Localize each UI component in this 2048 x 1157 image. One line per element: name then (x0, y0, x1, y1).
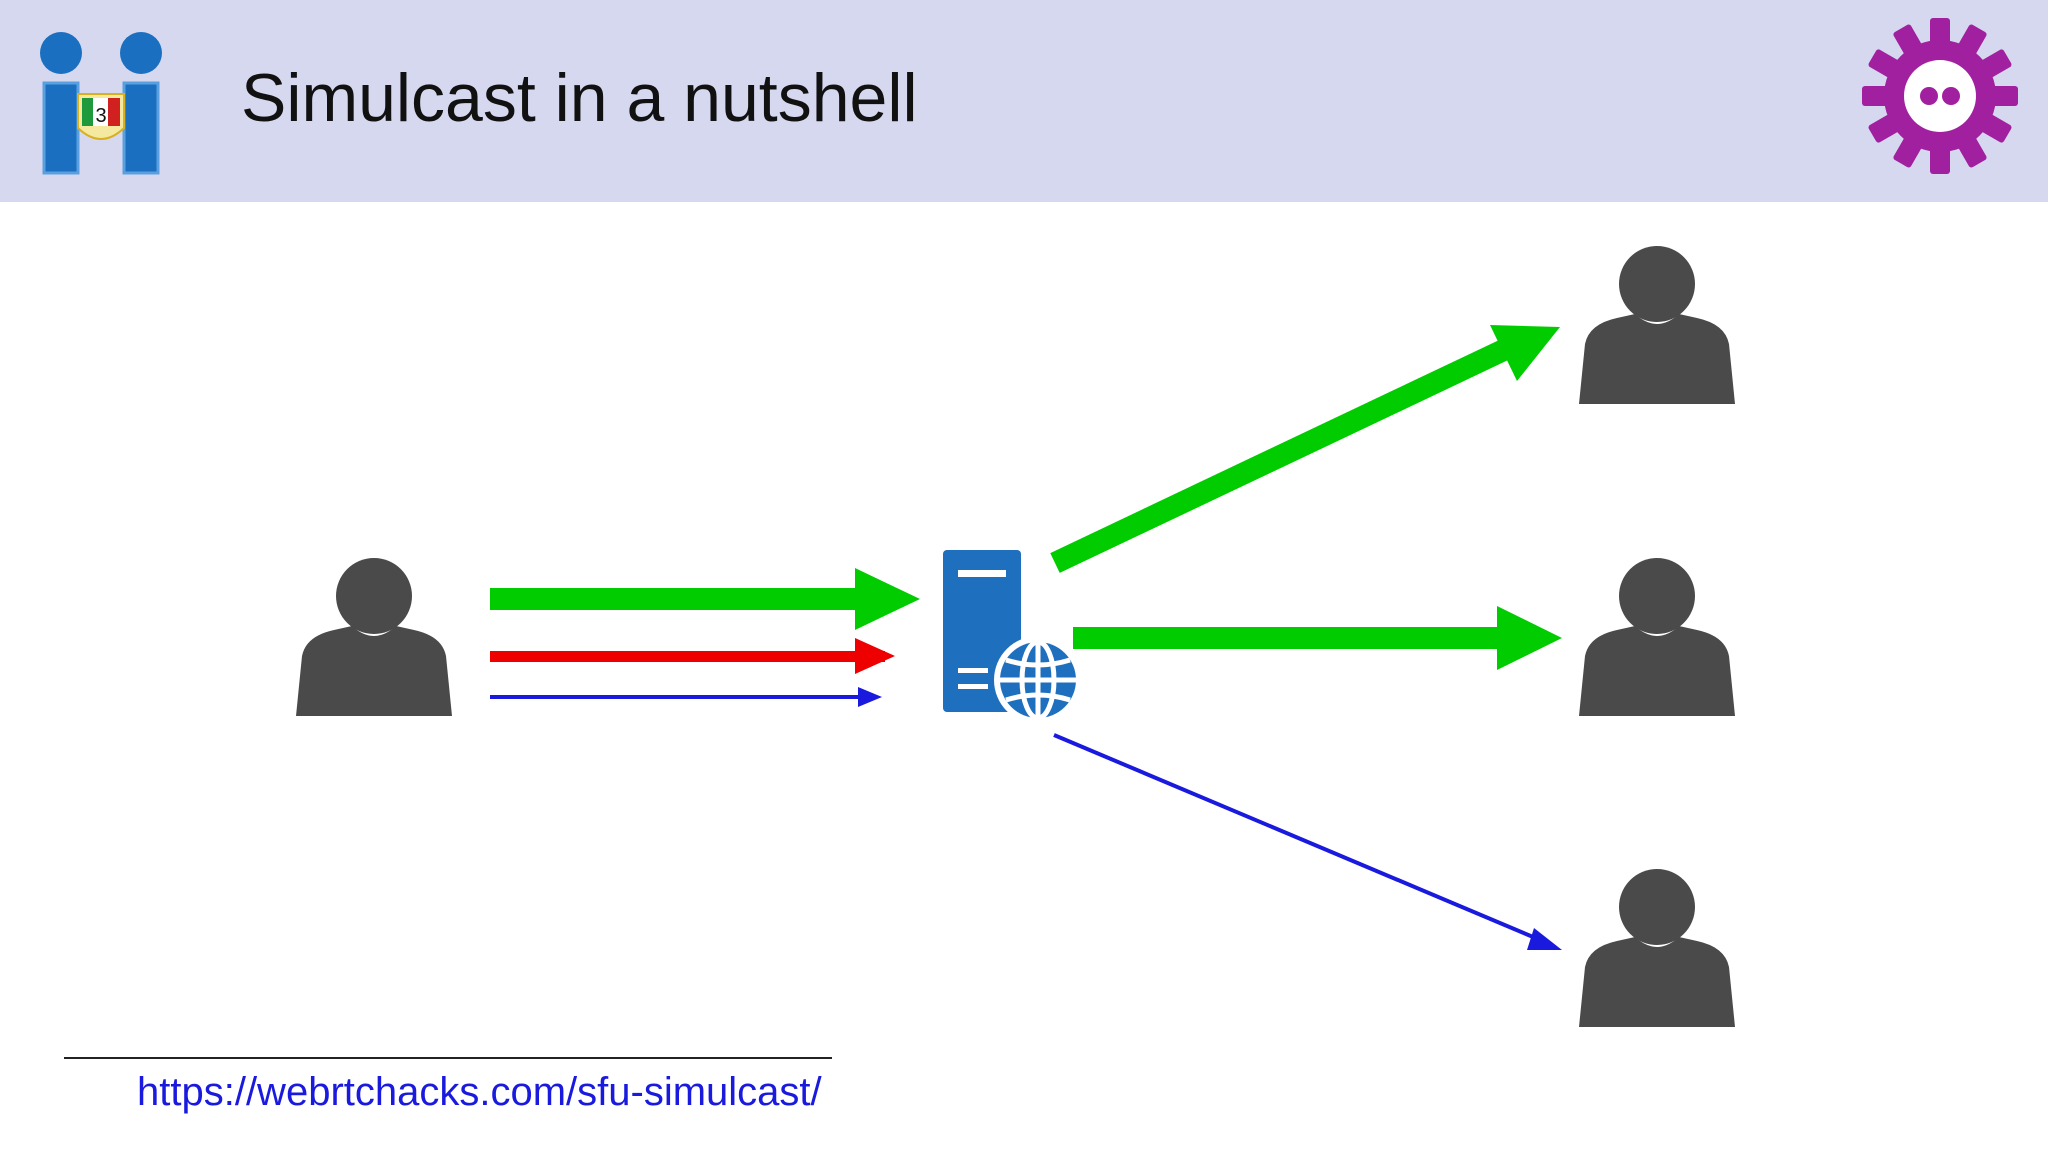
stream-low-in (490, 687, 882, 707)
slide-title: Simulcast in a nutshell (241, 60, 918, 136)
receiver-person-icon-middle (1579, 558, 1735, 716)
source-link[interactable]: https://webrtchacks.com/sfu-simulcast/ (137, 1070, 822, 1114)
stream-high-in (490, 568, 920, 630)
sfu-server-icon (943, 550, 1082, 724)
globe-icon (994, 636, 1082, 724)
stream-low-out-bottom (1053, 733, 1562, 950)
fosdem-gear-icon (1860, 16, 2020, 176)
receiver-person-icon-bottom (1579, 869, 1735, 1027)
conference-logo: 3 (36, 28, 170, 176)
logo-badge-number: 3 (95, 105, 106, 127)
receiver-person-icon-top (1579, 246, 1735, 404)
stream-mid-in (490, 638, 895, 674)
stream-high-out-middle (1073, 606, 1562, 670)
sender-person-icon (296, 558, 452, 716)
simulcast-diagram (0, 202, 2048, 1152)
stream-high-out-top (1050, 325, 1560, 573)
footer-divider (64, 1057, 832, 1059)
slide-header: 3 Simulcast in a nutshell (0, 0, 2048, 202)
